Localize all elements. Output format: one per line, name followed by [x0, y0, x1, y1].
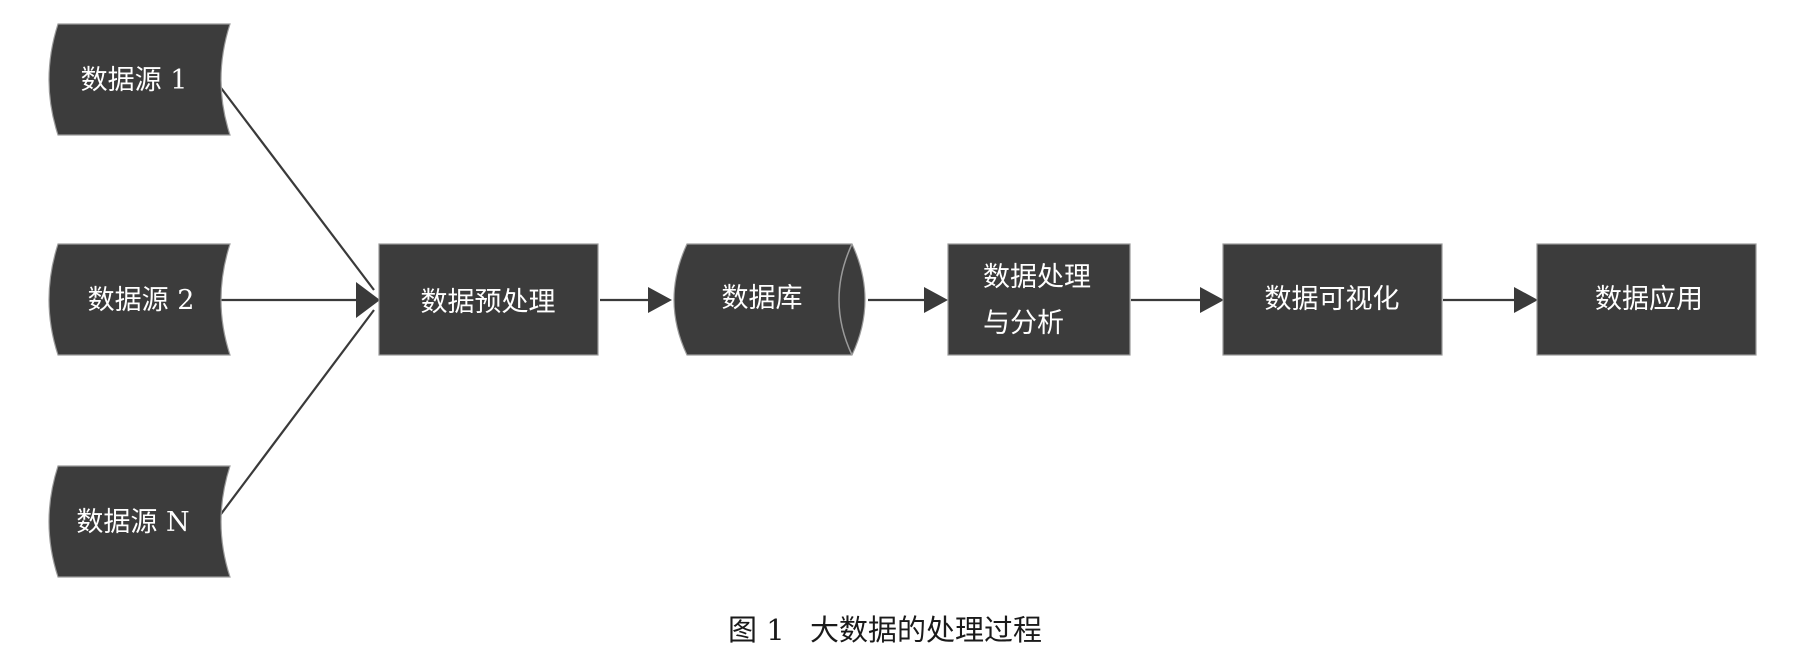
edge-source1-to-preprocess	[214, 79, 375, 291]
figure-title: 大数据的处理过程	[810, 613, 1042, 647]
node-application: 数据应用	[1536, 243, 1757, 356]
edges	[214, 79, 1538, 523]
node-preprocess: 数据预处理	[378, 243, 599, 356]
source-2-shape	[48, 243, 231, 356]
process-analysis-shape	[947, 243, 1131, 356]
figure-caption: 图 1 大数据的处理过程	[728, 613, 1042, 647]
node-source-2: 数据源 2	[48, 243, 231, 356]
source-n-shape	[48, 465, 231, 578]
node-source-n: 数据源 N	[48, 465, 231, 578]
process-analysis-label-line1: 数据处理	[983, 262, 1091, 293]
visualization-shape	[1222, 243, 1443, 356]
arrow-into-database	[648, 287, 672, 313]
source-n-label: 数据源 N	[76, 507, 189, 538]
source-2-label: 数据源 2	[88, 285, 195, 316]
source-1-label: 数据源 1	[81, 65, 188, 96]
node-visualization: 数据可视化	[1222, 243, 1443, 356]
arrow-into-visualization	[1200, 287, 1224, 313]
arrow-into-preprocess	[356, 282, 380, 318]
source-1-shape	[48, 23, 231, 136]
database-label: 数据库	[722, 283, 803, 314]
application-shape	[1536, 243, 1757, 356]
node-database: 数据库	[673, 243, 866, 356]
figure-number: 图 1	[728, 613, 785, 647]
visualization-label: 数据可视化	[1265, 284, 1400, 315]
process-analysis-label-line2: 与分析	[983, 308, 1064, 339]
database-end-curve	[838, 243, 853, 356]
arrow-into-application	[1514, 287, 1538, 313]
node-process-analysis: 数据处理 与分析	[947, 243, 1131, 356]
node-source-1: 数据源 1	[48, 23, 231, 136]
edge-sourcen-to-preprocess	[214, 309, 375, 523]
arrow-into-analysis	[924, 287, 948, 313]
preprocess-label: 数据预处理	[421, 287, 556, 318]
preprocess-shape	[378, 243, 599, 356]
application-label: 数据应用	[1595, 284, 1703, 315]
